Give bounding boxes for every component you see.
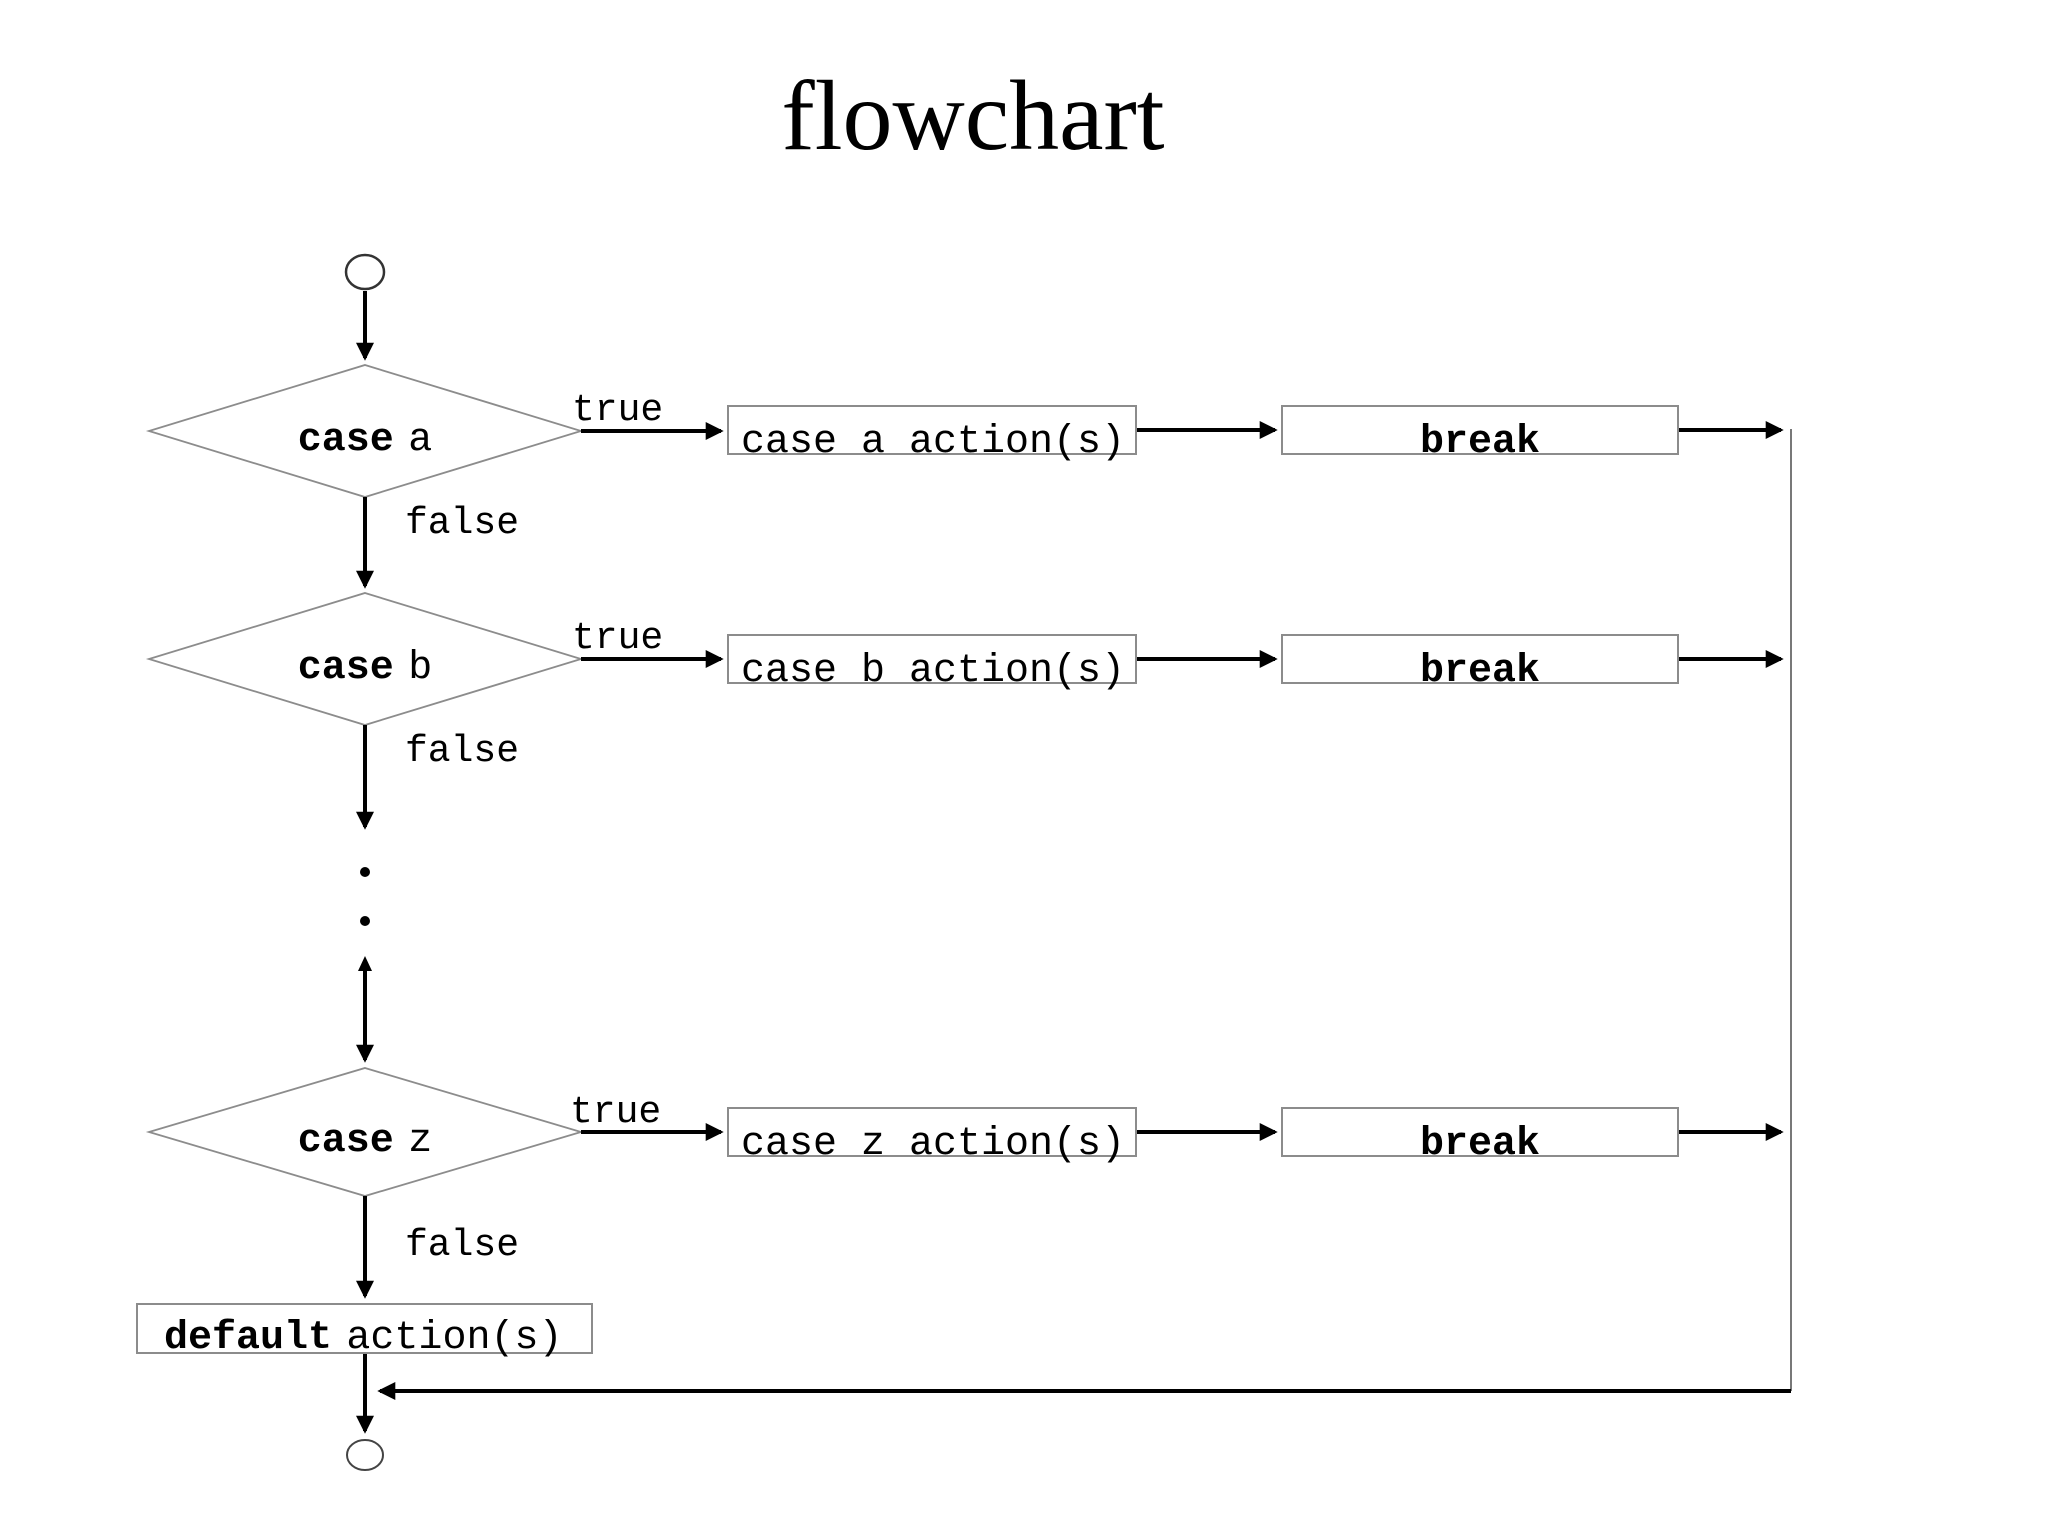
case-operand: b — [408, 646, 433, 691]
false-label-case-a: false — [405, 502, 520, 545]
process-break-z: break — [1281, 1107, 1679, 1165]
process-label: case b action(s) — [741, 649, 1126, 694]
break-label: break — [1419, 649, 1541, 694]
true-label-case-a: true — [572, 389, 664, 432]
ellipsis-dot-1 — [360, 867, 370, 877]
false-label-case-b: false — [405, 730, 520, 773]
up-arrowhead-icon — [358, 956, 372, 971]
process-case-b-actions: case b action(s) — [727, 634, 1137, 692]
process-label: default action(s) — [138, 1305, 591, 1359]
process-default-actions: default action(s) — [136, 1303, 593, 1359]
default-keyword: default — [164, 1316, 333, 1361]
true-label-case-b: true — [572, 617, 664, 660]
process-case-z-actions: case z action(s) — [727, 1107, 1137, 1165]
process-break-a: break — [1281, 405, 1679, 463]
break-label: break — [1419, 420, 1541, 465]
case-keyword: case — [297, 1119, 394, 1164]
process-label: case z action(s) — [741, 1122, 1126, 1167]
page-title: flowchart — [781, 60, 1165, 171]
case-operand: z — [408, 1119, 433, 1164]
ellipsis-dot-2 — [360, 916, 370, 926]
process-label: case a action(s) — [741, 420, 1126, 465]
default-suffix: action(s) — [346, 1316, 563, 1361]
case-keyword: case — [297, 646, 394, 691]
case-operand: a — [408, 418, 433, 463]
case-keyword: case — [297, 418, 394, 463]
process-break-b: break — [1281, 634, 1679, 692]
end-terminal — [346, 1439, 384, 1471]
break-label: break — [1419, 1122, 1541, 1167]
start-terminal — [344, 253, 386, 291]
false-label-case-z: false — [405, 1224, 520, 1267]
process-case-a-actions: case a action(s) — [727, 405, 1137, 463]
true-label-case-z: true — [570, 1091, 662, 1134]
